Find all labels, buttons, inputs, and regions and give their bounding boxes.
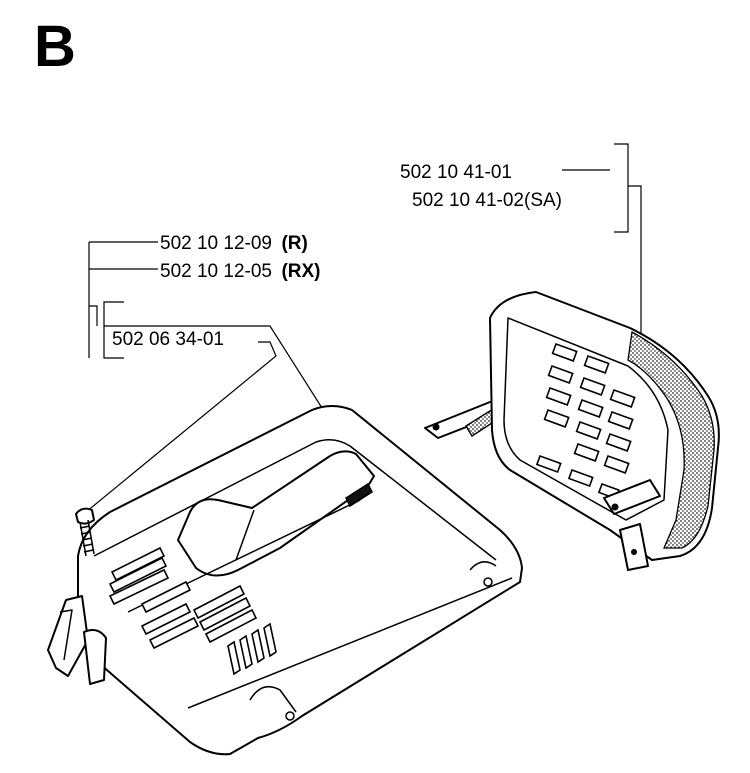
label-cylinder-cover-r: 502 10 12-09 (R) xyxy=(160,233,308,254)
label-cylinder-cover-rx-number: 502 10 12-05 xyxy=(160,261,272,282)
label-filter-cover-b: 502 10 41-02(SA) xyxy=(412,190,562,211)
label-cylinder-cover-r-suffix: (R) xyxy=(281,233,307,254)
section-letter: B xyxy=(34,14,76,79)
leader-lines xyxy=(85,143,642,513)
label-cylinder-cover-rx: 502 10 12-05 (RX) xyxy=(160,261,321,282)
label-screw: 502 06 34-01 xyxy=(112,329,224,350)
label-cylinder-cover-r-number: 502 10 12-09 xyxy=(160,233,272,254)
screw-drawing xyxy=(75,507,95,557)
cylinder-cover-drawing xyxy=(47,405,523,756)
label-cylinder-cover-rx-suffix: (RX) xyxy=(281,261,320,282)
label-filter-cover-a: 502 10 41-01 xyxy=(400,162,512,183)
air-filter-cover-drawing xyxy=(424,291,720,571)
